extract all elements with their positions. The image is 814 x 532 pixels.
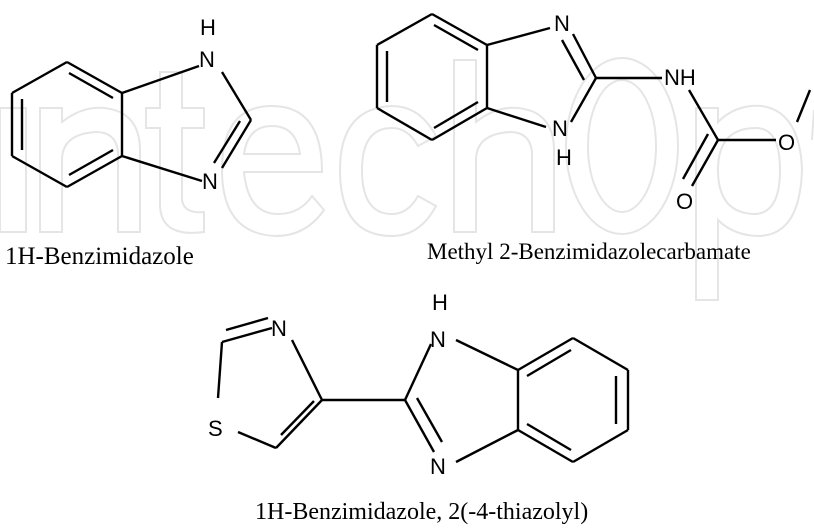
benzene-ring	[375, 12, 489, 142]
imidazole-ring	[403, 338, 519, 464]
atom-label-n: N	[199, 47, 215, 72]
structure-carbamate: N N H NH O O	[375, 11, 812, 214]
benzene-ring	[516, 336, 630, 464]
atom-label-h: H	[556, 145, 572, 170]
benzene-ring	[10, 60, 124, 189]
atom-label-h: H	[200, 15, 216, 40]
atom-label-n: N	[271, 316, 287, 341]
caption-benzimidazole: 1H-Benzimidazole	[5, 243, 194, 270]
atom-label-n: N	[430, 454, 446, 479]
atom-label-h: H	[432, 290, 448, 315]
imidazole-ring	[486, 26, 598, 129]
carbamate-chain	[596, 76, 812, 187]
atom-label-n: N	[554, 11, 570, 36]
imidazole-ring	[121, 64, 253, 183]
atom-label-o: O	[676, 189, 693, 214]
structure-benzimidazole: H N N	[10, 15, 253, 194]
thiazole-ring	[216, 316, 324, 450]
atom-label-s: S	[208, 416, 223, 441]
caption-thiazolyl-benzimidazole: 1H-Benzimidazole, 2(-4-thiazolyl)	[255, 499, 589, 525]
atom-label-n: N	[430, 327, 446, 352]
atom-label-n: N	[202, 169, 218, 194]
structure-thiazolyl-benzimidazole: N S H N N	[208, 290, 630, 479]
atom-label-o: O	[778, 130, 795, 155]
atom-label-nh: NH	[664, 65, 696, 90]
atom-label-n: N	[552, 116, 568, 141]
caption-carbamate: Methyl 2-Benzimidazolecarbamate	[427, 239, 751, 264]
